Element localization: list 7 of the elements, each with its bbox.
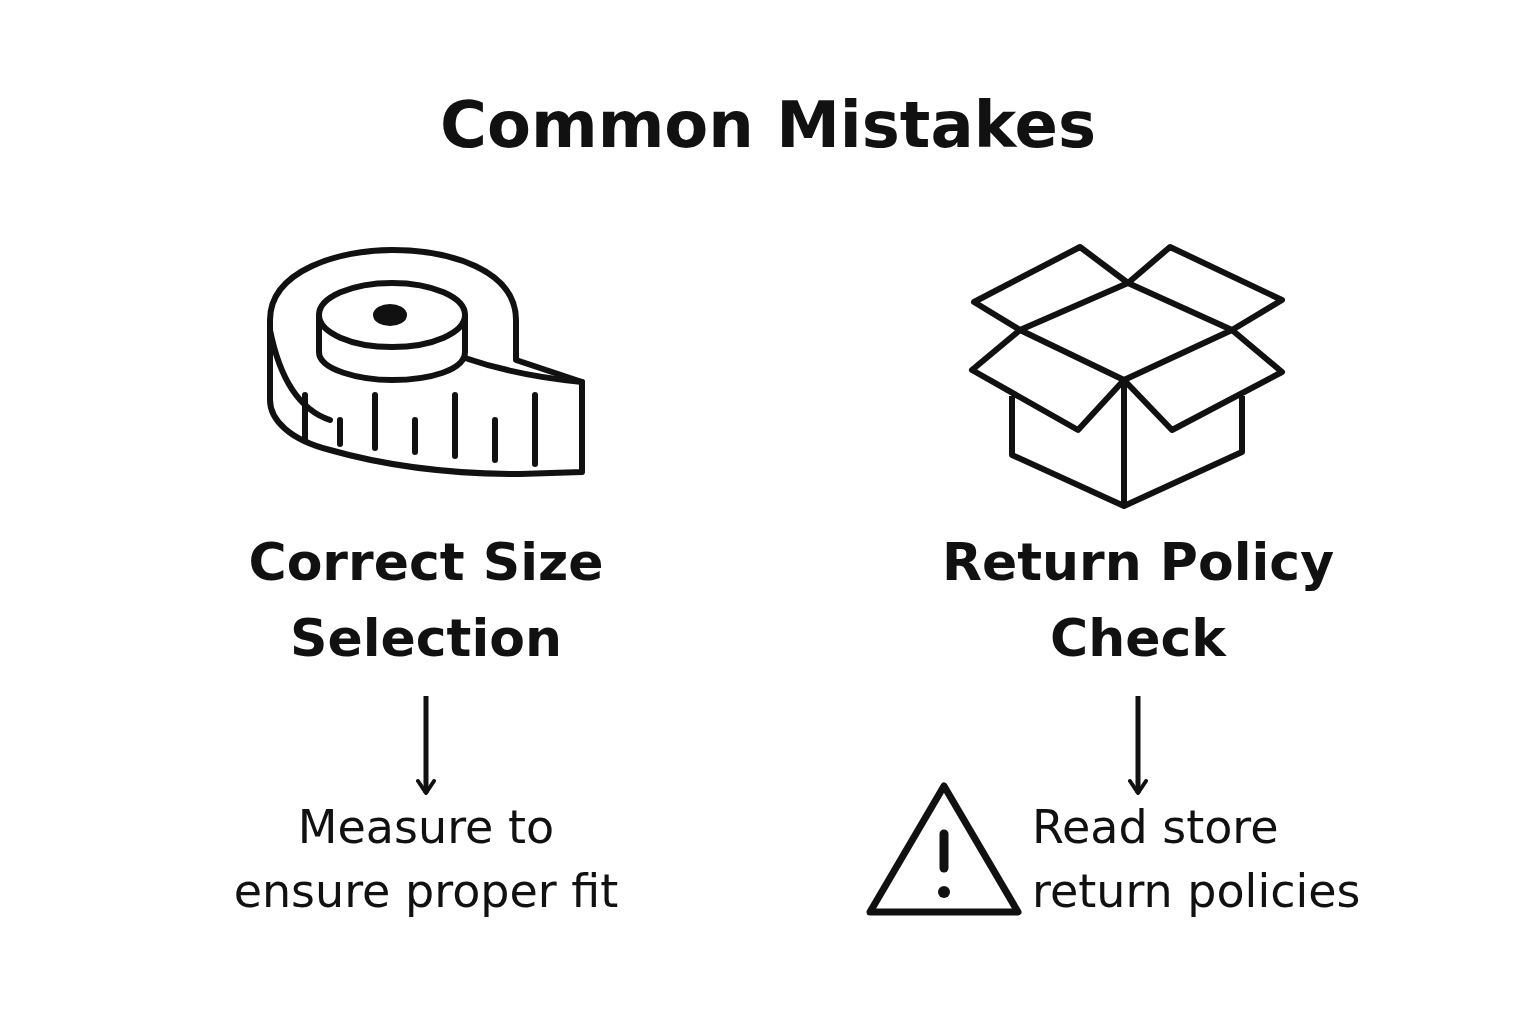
step-heading: Return Policy Check: [918, 524, 1358, 676]
step-heading: Correct Size Selection: [206, 524, 646, 676]
diagram-title: Common Mistakes: [439, 88, 1097, 162]
arrow: [416, 696, 436, 795]
step-description: Measure to ensure proper fit: [216, 795, 636, 923]
arrow: [1128, 696, 1148, 795]
step-description: Read store return policies: [1032, 795, 1412, 923]
